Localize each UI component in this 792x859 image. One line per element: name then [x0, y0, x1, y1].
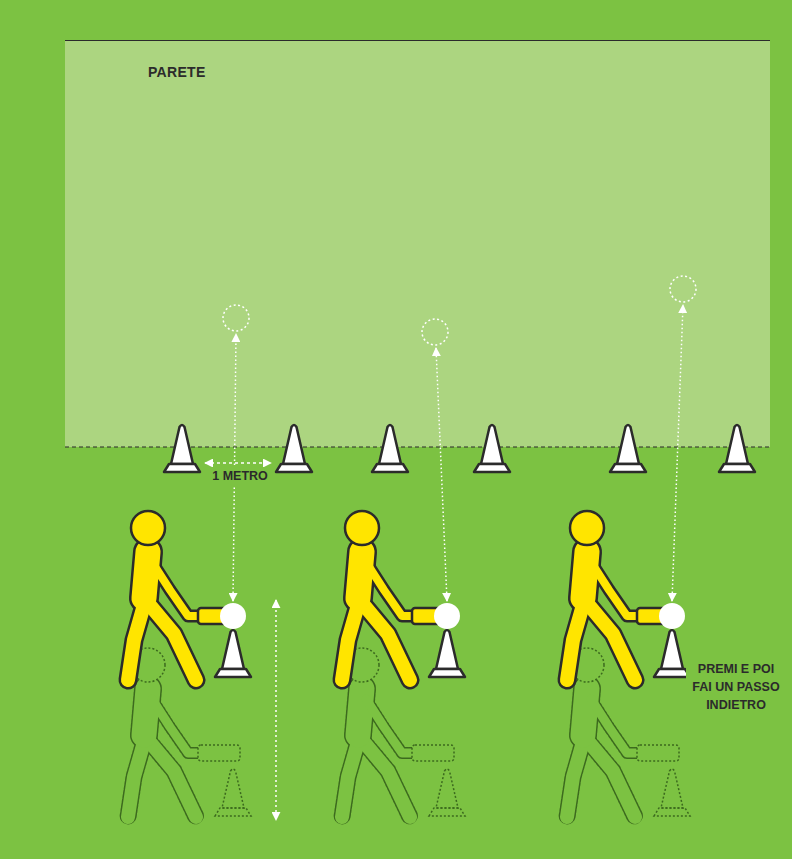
ghost-cone [429, 769, 465, 816]
batting-cone [654, 630, 690, 677]
batter [567, 511, 685, 680]
batter [342, 511, 460, 680]
ball-path [436, 348, 447, 601]
cone [372, 425, 408, 472]
wall-target [422, 319, 448, 345]
wall-target [670, 276, 696, 302]
batter [128, 511, 246, 680]
cone [164, 425, 200, 472]
distance-label: 1 METRO [209, 467, 271, 485]
wall-label: PARETE [148, 64, 206, 80]
dimension-arrow [205, 462, 271, 464]
wall-target [223, 305, 249, 331]
cone [610, 425, 646, 472]
cone [474, 425, 510, 472]
ghost-cone [654, 769, 690, 816]
cone [276, 425, 312, 472]
wall-band: PARETE [65, 40, 770, 447]
instruction-note: PREMI E POI FAI UN PASSO INDIETRO [686, 660, 786, 714]
ghost-cone [215, 769, 251, 816]
ball-path [672, 305, 683, 601]
batting-cone [215, 630, 251, 677]
step-back-arrow [275, 600, 277, 820]
cone [719, 425, 755, 472]
wall-fill [65, 40, 770, 447]
batting-cone [429, 630, 465, 677]
wall-base-line [65, 446, 770, 447]
